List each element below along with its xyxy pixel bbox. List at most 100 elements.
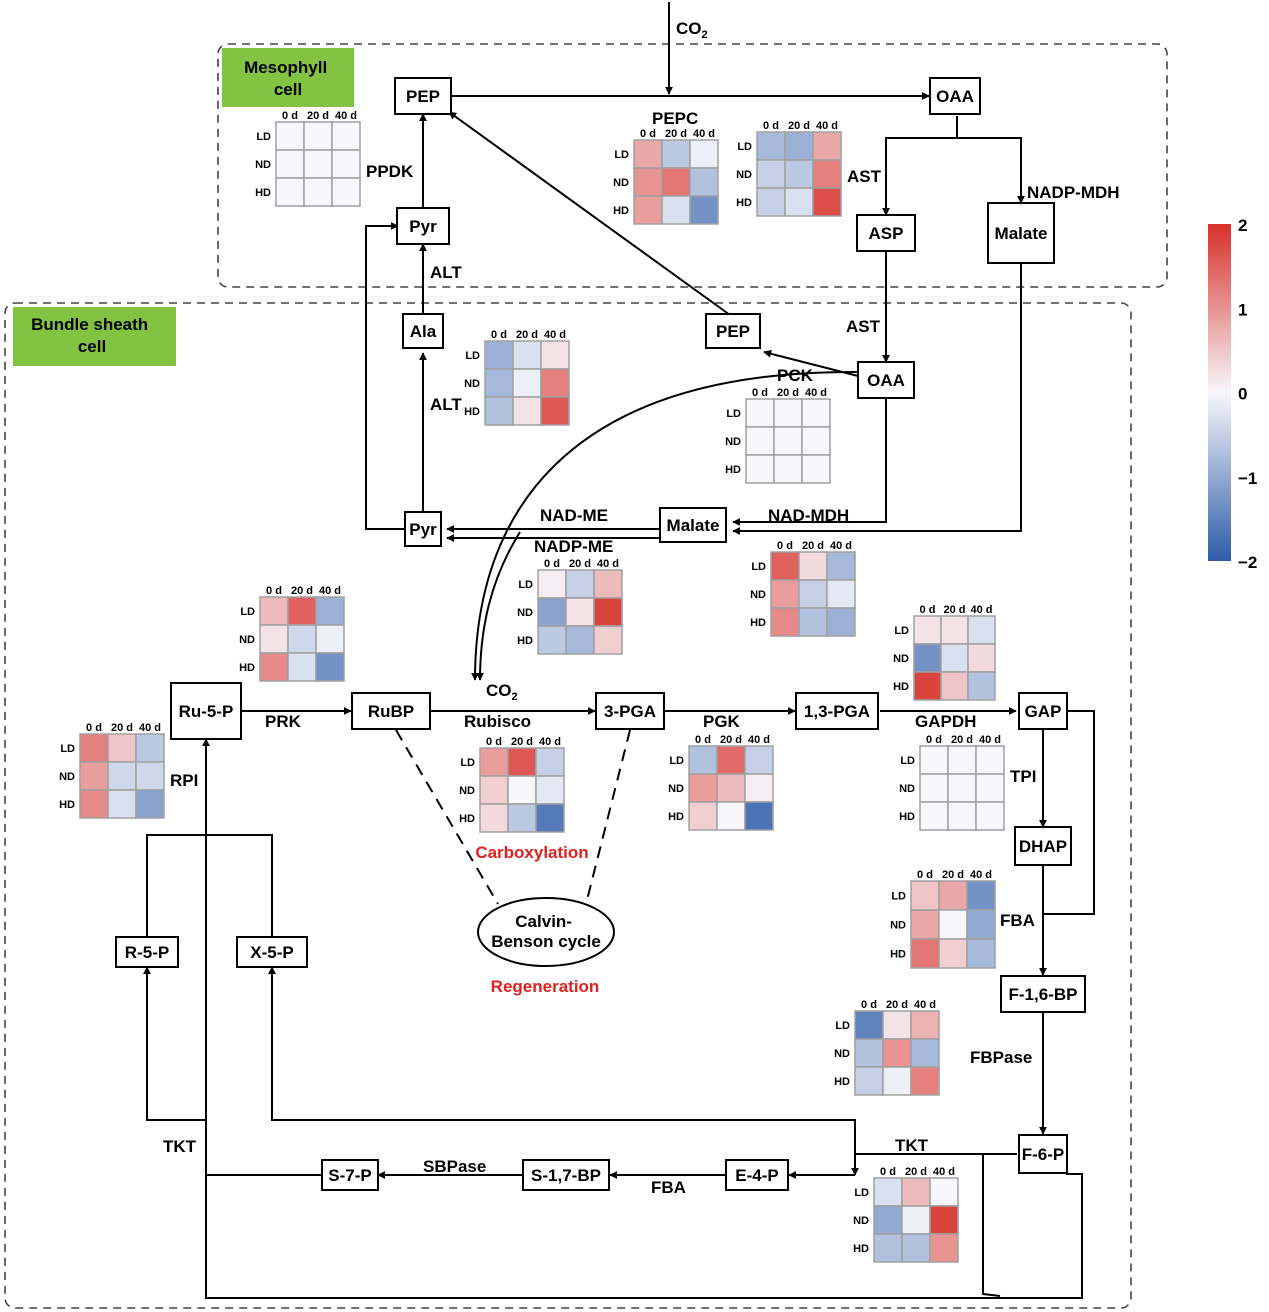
enzyme-nadp-mdh: NADP-MDH [1027, 183, 1120, 202]
heatmap-cell [593, 625, 623, 655]
heatmap-col-label: 40 d [805, 387, 827, 399]
heatmap-cell [929, 1233, 959, 1263]
node-e4p: E-4-P [725, 1159, 789, 1191]
heatmap-cell [535, 775, 565, 805]
heatmap-col-label: 40 d [816, 120, 838, 132]
heatmap-col-label: 0 d [926, 734, 942, 746]
heatmap-col-label: 40 d [970, 869, 992, 881]
colorbar-tick-label: 1 [1238, 300, 1247, 319]
heatmap-cell [975, 801, 1005, 831]
heatmap-cell [901, 1233, 931, 1263]
heatmap-row-label: LD [835, 1020, 850, 1032]
heatmap-cell [882, 1038, 912, 1068]
heatmap-cell [259, 652, 289, 682]
heatmap-row-label: LD [240, 606, 255, 618]
heatmap-cell [688, 801, 718, 831]
heatmap-col-label: 20 d [665, 128, 687, 140]
heatmap-col-label: 20 d [511, 736, 533, 748]
heatmap-cell [966, 880, 996, 911]
node-label: DHAP [1019, 837, 1067, 856]
heatmap-cell [744, 801, 774, 831]
heatmap-cell [79, 733, 109, 763]
heatmap-cell [535, 747, 565, 777]
enzyme-sbpase: SBPase [423, 1157, 486, 1176]
heatmap-row-label: ND [725, 436, 741, 448]
heatmap-cell [275, 177, 305, 207]
heatmap-cell [331, 149, 361, 179]
enzyme-ast-mesophyll: AST [847, 167, 882, 186]
heatmap-row-label: HD [899, 811, 915, 823]
heatmap-cell [688, 773, 718, 803]
heatmap-cell [910, 1010, 940, 1040]
node-label: ASP [869, 224, 904, 243]
heatmap-row-label: HD [613, 205, 629, 217]
heatmap-cell [854, 1038, 884, 1068]
heatmap-cell [507, 803, 537, 833]
enzyme-nad-me: NAD-ME [540, 506, 608, 525]
node-dhap: DHAP [1014, 826, 1072, 866]
heatmap-col-label: 0 d [266, 585, 282, 597]
node-s17bp: S-1,7-BP [522, 1159, 610, 1191]
heatmap-cell [901, 1177, 931, 1207]
node-s7p: S-7-P [321, 1159, 379, 1191]
heatmap-row-label: LD [460, 757, 475, 769]
node-label: Pyr [409, 520, 437, 539]
heatmap-cell [535, 803, 565, 833]
node-r5p: R-5-P [115, 936, 179, 968]
heatmap-cell [812, 159, 842, 189]
heatmap-cell [801, 398, 831, 428]
heatmap-cell [331, 177, 361, 207]
heatmap-cell [798, 551, 828, 581]
heatmap-col-label: 40 d [748, 734, 770, 746]
heatmap-cell [593, 597, 623, 627]
heatmap-cell [745, 426, 775, 456]
calvin-cycle-ellipse [477, 897, 615, 967]
enzyme-nad-mdh: NAD-MDH [768, 506, 849, 525]
heatmap-row-label: HD [459, 813, 475, 825]
node-label: PEP [716, 322, 750, 341]
heatmap-cell [770, 607, 800, 637]
heatmap-col-label: 0 d [491, 329, 507, 341]
heatmap-cell [975, 773, 1005, 803]
heatmap-col-label: 0 d [777, 540, 793, 552]
heatmap-cell [540, 368, 570, 398]
heatmap-cell [854, 1010, 884, 1040]
heatmap-row-label: ND [853, 1215, 869, 1227]
heatmap-col-label: 0 d [695, 734, 711, 746]
heatmap-cell [798, 579, 828, 609]
heatmap-cell [287, 652, 317, 682]
heatmap-cell [484, 396, 514, 426]
heatmap-cell [507, 747, 537, 777]
heatmap-cell [873, 1177, 903, 1207]
heatmap-row-label: ND [517, 607, 533, 619]
enzyme-labels: PPDK PEPC AST NADP-MDH ALT AST PCK ALT N… [163, 109, 1120, 1197]
heatmap-col-label: 20 d [905, 1166, 927, 1178]
heatmap-row-label: LD [726, 408, 741, 420]
heatmap-cell [512, 340, 542, 370]
heatmap-col-label: 20 d [777, 387, 799, 399]
heatmap-cell [593, 569, 623, 599]
heatmap-cell [773, 426, 803, 456]
heatmap-row-label: HD [893, 681, 909, 693]
heatmap-cell [315, 624, 345, 654]
heatmap-cell [275, 149, 305, 179]
calvin-cycle-label: Calvin- Benson cycle [491, 912, 601, 951]
heatmap-row-label: ND [613, 177, 629, 189]
heatmap-cell [479, 803, 509, 833]
heatmap-cell [135, 761, 165, 791]
heatmap-cell [882, 1066, 912, 1096]
heatmap-cell [910, 938, 940, 969]
heatmap-cell [940, 643, 969, 673]
heatmap-cell [661, 139, 691, 169]
heatmap-col-label: 40 d [139, 722, 161, 734]
heatmap-row-label: LD [518, 579, 533, 591]
heatmap-col-label: 0 d [920, 604, 936, 616]
heatmap-row-label: HD [239, 662, 255, 674]
heatmap-cell [744, 773, 774, 803]
heatmap-col-label: 0 d [917, 869, 933, 881]
heatmap-cell [913, 671, 942, 701]
heatmap-cell [798, 607, 828, 637]
heatmap-col-label: 40 d [319, 585, 341, 597]
